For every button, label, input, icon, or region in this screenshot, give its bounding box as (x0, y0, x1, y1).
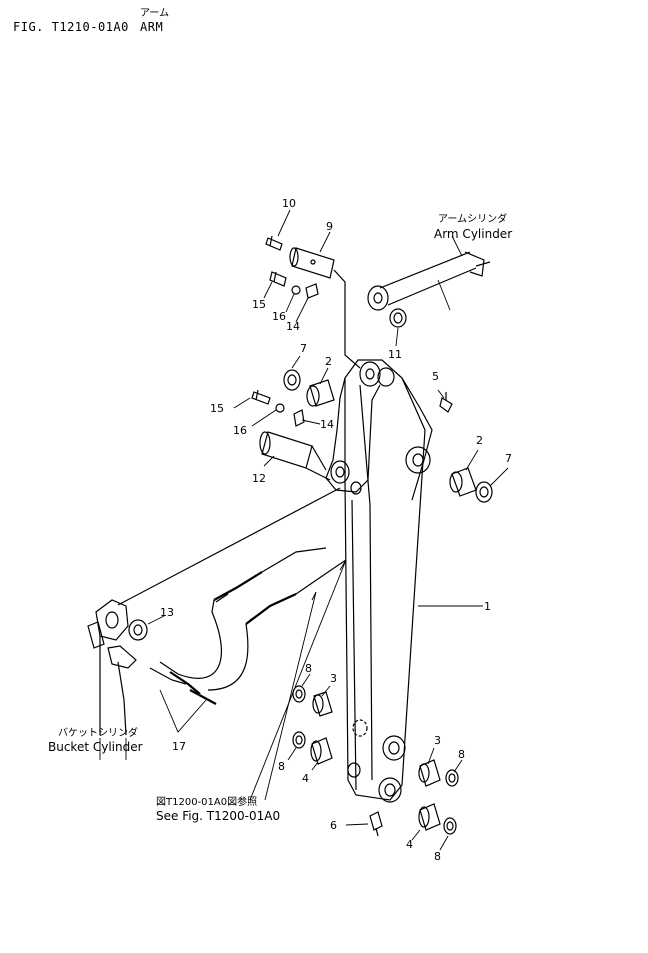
bucket-cylinder-label: Bucket Cylinder (48, 740, 143, 754)
bushing-11 (389, 308, 407, 328)
callout-10: 10 (282, 197, 296, 210)
callout-16-mid: 16 (233, 424, 247, 437)
bushing-3-b (418, 759, 441, 787)
callout-6: 6 (330, 819, 337, 832)
callout-1: 1 (484, 600, 491, 613)
plate-14-mid (293, 409, 305, 427)
callout-5: 5 (432, 370, 439, 383)
bucket-cylinder (87, 487, 341, 736)
figure-header: FIG. T1210-01A0 アーム ARM (0, 0, 648, 40)
callout-7-right: 7 (505, 452, 512, 465)
arm-cylinder (367, 251, 491, 311)
bushing-4-b (418, 803, 441, 831)
seal-8-b (292, 731, 306, 749)
callout-3-a: 3 (330, 672, 337, 685)
plate-14-top (305, 283, 319, 299)
seal-7-right (475, 481, 493, 503)
callout-8-d: 8 (434, 850, 441, 863)
figure-title-jp: アーム (140, 8, 170, 19)
figure-number: FIG. T1210-01A0 (13, 20, 129, 34)
callout-14-mid: 14 (320, 418, 334, 431)
seal-8-c (445, 769, 459, 787)
bolt-10 (265, 235, 283, 251)
callout-3-b: 3 (434, 734, 441, 747)
seal-8-d (443, 817, 457, 835)
callout-14-top: 14 (286, 320, 300, 333)
callout-15-top: 15 (252, 298, 266, 311)
grease-fitting-6 (369, 811, 383, 837)
washer-16-mid (275, 403, 285, 413)
hoses-17 (149, 547, 347, 705)
see-fig-label-jp: 図T1200-01A0図参照 (156, 795, 257, 808)
bushing-4-a (310, 737, 333, 765)
callout-4-a: 4 (302, 772, 309, 785)
callout-8-a: 8 (305, 662, 312, 675)
see-fig-label: See Fig. T1200-01A0 (156, 809, 280, 823)
callout-9: 9 (326, 220, 333, 233)
bushing-2-left (306, 379, 335, 407)
callout-15-mid: 15 (210, 402, 224, 415)
callout-12: 12 (252, 472, 266, 485)
seal-13 (128, 619, 148, 641)
callout-8-b: 8 (278, 760, 285, 773)
bolt-15-mid (251, 389, 271, 405)
bushing-3-a (312, 691, 333, 717)
pin-12 (259, 431, 331, 481)
washer-16-top (291, 285, 301, 295)
callout-2-left: 2 (325, 355, 332, 368)
callout-4-b: 4 (406, 838, 413, 851)
grease-fitting-5 (439, 392, 453, 413)
callout-11: 11 (388, 348, 402, 361)
callout-numbers: 10 9 15 16 14 11 7 2 5 15 16 14 2 7 12 1… (160, 197, 512, 863)
arm-cylinder-label-jp: アームシリンダ (438, 212, 507, 225)
figure-title: ARM (140, 20, 164, 34)
arm-cylinder-label: Arm Cylinder (434, 227, 512, 241)
bucket-cylinder-label-jp: バケットシリンダ (58, 726, 138, 739)
bolt-15-top (269, 271, 287, 287)
callout-2-right: 2 (476, 434, 483, 447)
seal-7-left (283, 369, 301, 391)
callout-16-top: 16 (272, 310, 286, 323)
bushing-2-right (449, 467, 477, 497)
callout-7-left: 7 (300, 342, 307, 355)
callout-17: 17 (172, 740, 186, 753)
seal-8-a (292, 685, 306, 703)
callout-8-c: 8 (458, 748, 465, 761)
callout-13: 13 (160, 606, 174, 619)
pin-9 (289, 247, 361, 369)
leader-lines (99, 209, 509, 851)
arm-body (325, 359, 433, 803)
